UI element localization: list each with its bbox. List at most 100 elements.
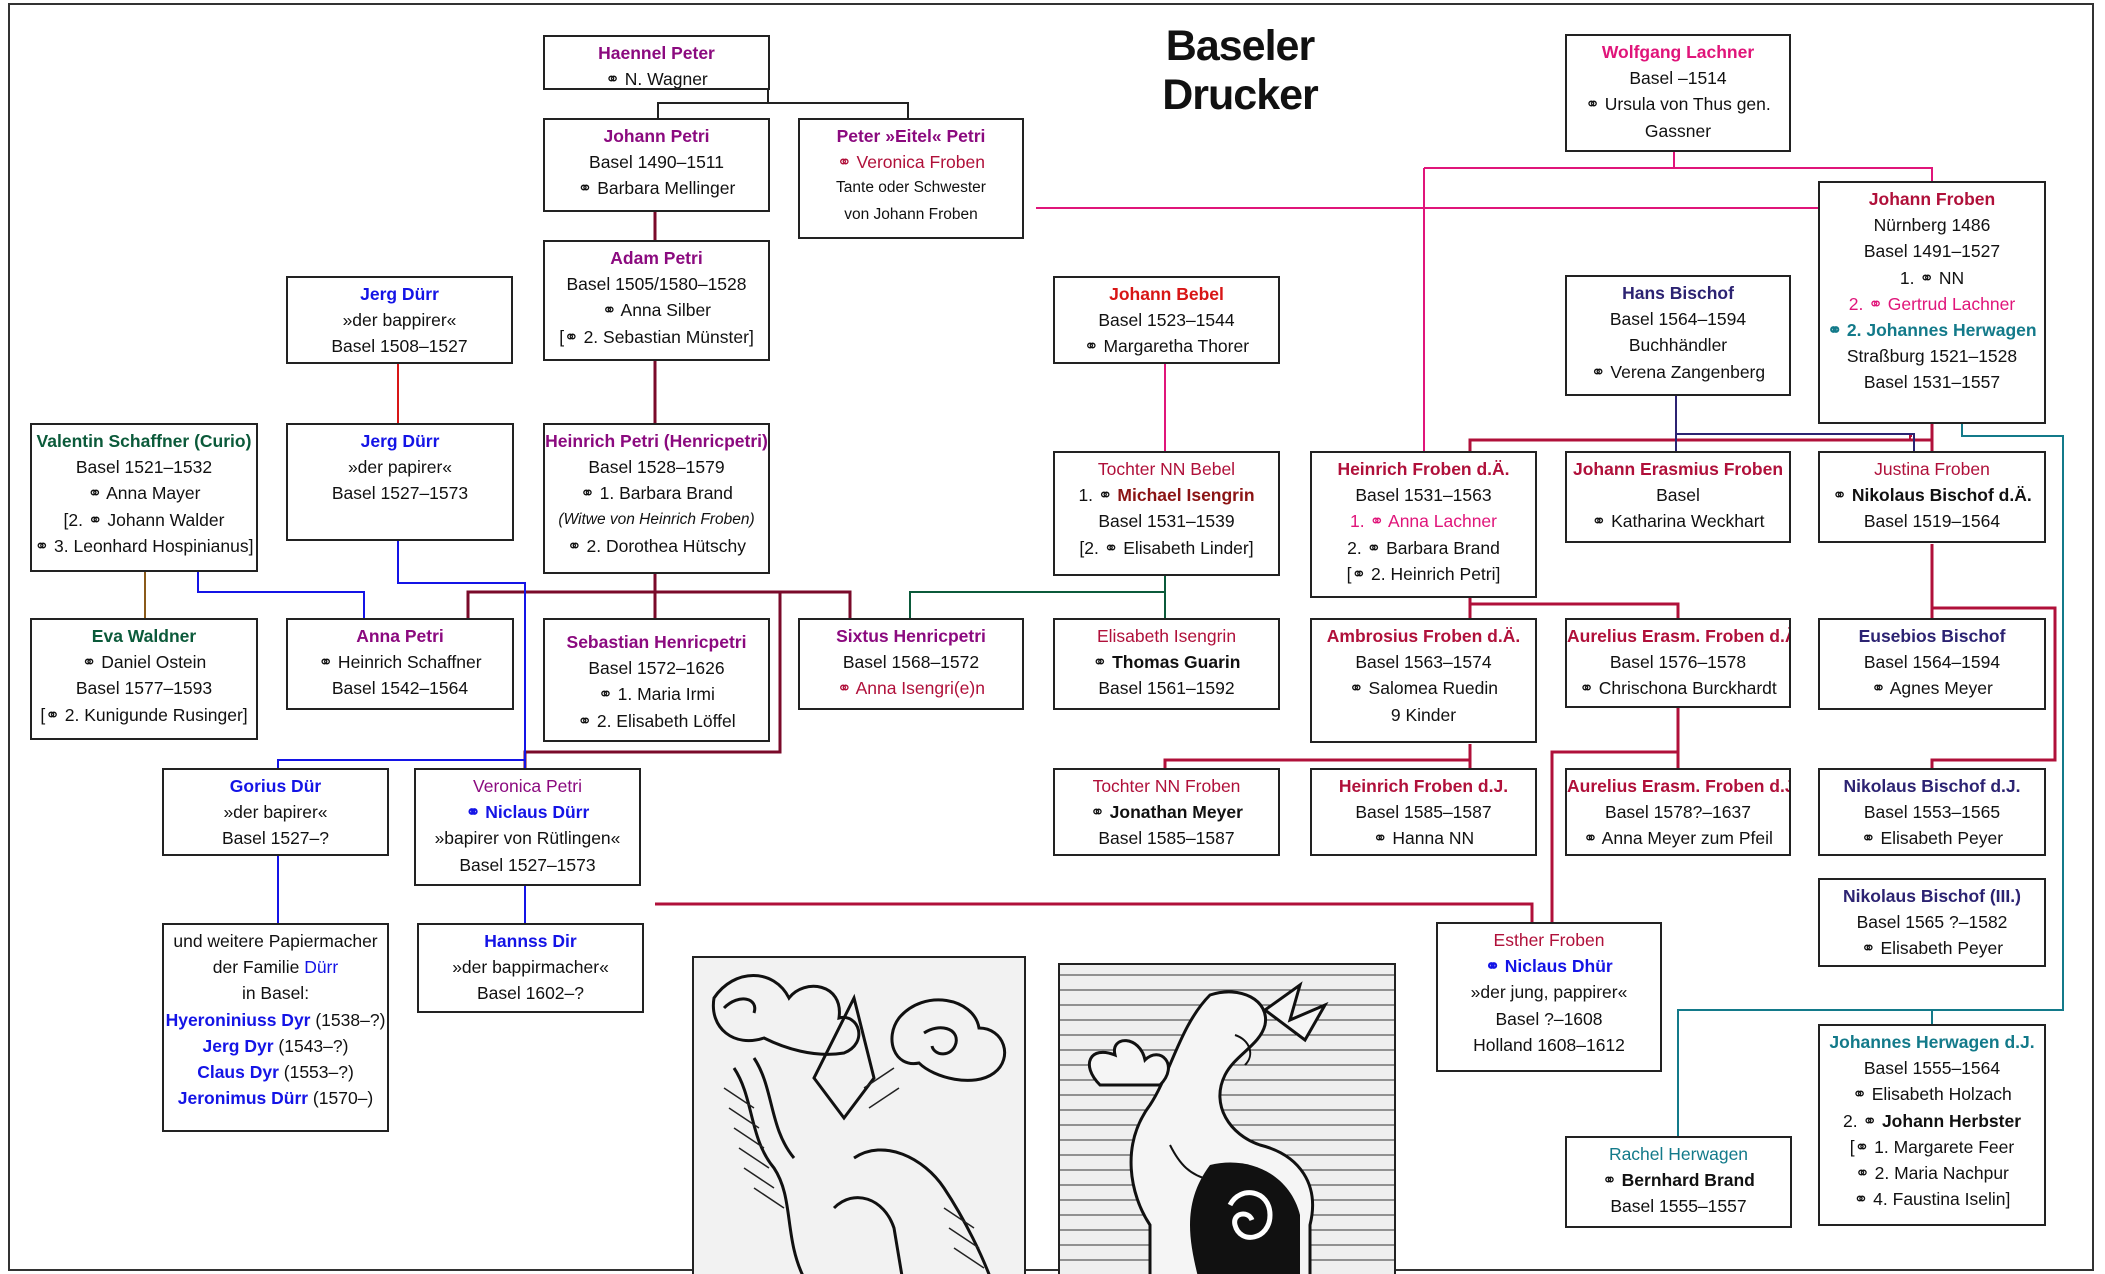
person-detail: »der bapirer«: [223, 802, 328, 823]
person-box-johannes-herwagen-dj[interactable]: Johannes Herwagen d.J. Basel 1555–1564 ⚭…: [1818, 1024, 2046, 1226]
person-detail: 1. ⚭ Anna Lachner: [1350, 511, 1497, 532]
person-box-peter-eitel-petri[interactable]: Peter »Eitel« Petri ⚭ Veronica Froben Ta…: [798, 118, 1024, 239]
person-detail: Basel 1572–1626: [588, 658, 725, 679]
person-box-hannss-dir[interactable]: Hannss Dir »der bappirmacher« Basel 1602…: [417, 923, 644, 1013]
person-detail: Basel 1528–1579: [588, 457, 725, 478]
person-detail: »bapirer von Rütlingen«: [434, 828, 621, 849]
connector: [1930, 606, 2057, 768]
person-name: Wolfgang Lachner: [1601, 42, 1755, 62]
person-box-tochter-nn-froben[interactable]: Tochter NN Froben ⚭ Jonathan Meyer Basel…: [1053, 768, 1280, 856]
person-box-aurelius-froben-da[interactable]: Aurelius Erasm. Froben d.Ä. Basel 1576–1…: [1565, 618, 1791, 708]
person-box-elisabeth-isengrin[interactable]: Elisabeth Isengrin ⚭ Thomas Guarin Basel…: [1053, 618, 1280, 710]
spouse-name: Jonathan Meyer: [1109, 802, 1243, 823]
person-detail: (Witwe von Heinrich Froben): [558, 510, 755, 528]
person-detail: Basel 1555–1564: [1863, 1058, 2001, 1079]
person-box-jerg-duerr-1[interactable]: Jerg Dürr »der bappirer« Basel 1508–1527: [286, 276, 513, 364]
connector: [466, 590, 852, 618]
person-box-heinrich-petri[interactable]: Heinrich Petri (Henricpetri) Basel 1528–…: [543, 423, 770, 574]
person-box-nikolaus-bischof-dj[interactable]: Nikolaus Bischof d.J. Basel 1553–1565 ⚭ …: [1818, 768, 2046, 856]
person-detail: Basel 1585–1587: [1355, 802, 1492, 823]
person-box-ambrosius-froben[interactable]: Ambrosius Froben d.Ä. Basel 1563–1574 ⚭ …: [1310, 618, 1537, 743]
person-box-rachel-herwagen[interactable]: Rachel Herwagen ⚭ Bernhard Brand Basel 1…: [1565, 1136, 1792, 1228]
person-detail: Basel 1527–1573: [331, 483, 469, 504]
person-detail: Basel 1527–1573: [459, 854, 596, 875]
person-detail: ⚭ Anna Silber: [601, 300, 712, 321]
marriage-prefix: ⚭: [1092, 652, 1113, 673]
person-name: Aurelius Erasm. Froben d.Ä.: [1567, 626, 1791, 646]
person-box-aurelius-froben-dj[interactable]: Aurelius Erasm. Froben d.J. Basel 1578?–…: [1565, 768, 1791, 856]
person-box-johann-froben[interactable]: Johann Froben Nürnberg 1486 Basel 1491–1…: [1818, 181, 2046, 424]
person-detail: ⚭ Salomea Ruedin: [1349, 678, 1498, 699]
connector: [1424, 167, 1933, 181]
years: (1553–?): [278, 1062, 354, 1083]
person-detail: Basel 1490–1511: [589, 152, 724, 173]
connector: [1468, 598, 1680, 618]
marriage-prefix: ⚭: [1832, 485, 1852, 506]
person-detail: ⚭ Elisabeth Peyer: [1860, 828, 2004, 849]
person-name: Tochter NN Bebel: [1097, 459, 1236, 479]
person-box-tochter-nn-bebel[interactable]: Tochter NN Bebel 1. ⚭ Michael Isengrin B…: [1053, 451, 1280, 576]
note-line: Claus Dyr (1553–?): [164, 1059, 387, 1085]
person-name: Adam Petri: [610, 248, 703, 268]
person-detail: Basel 1568–1572: [842, 652, 980, 673]
person-detail: ⚭ Elisabeth Peyer: [1860, 938, 2004, 959]
person-name: Sebastian Henricpetri: [566, 632, 747, 652]
person-name: Veronica Petri: [473, 776, 582, 796]
person-detail: ⚭ Veronica Froben: [837, 152, 985, 173]
marriage-prefix: ⚭: [1090, 802, 1110, 823]
person-box-nikolaus-bischof-iii[interactable]: Nikolaus Bischof (III.) Basel 1565 ?–158…: [1818, 878, 2046, 967]
connector: [655, 902, 1534, 922]
person-name: Hans Bischof: [1622, 283, 1734, 303]
person-detail: Basel 1555–1557: [1610, 1196, 1747, 1217]
spouse-name: Thomas Guarin: [1112, 652, 1241, 673]
person-box-johann-erasmius-froben[interactable]: Johann Erasmius Froben Basel ⚭ Katharina…: [1565, 451, 1791, 543]
person-detail: Basel 1561–1592: [1098, 678, 1235, 699]
person-detail: ⚭ 2. Elisabeth Löffel: [577, 710, 736, 731]
person-box-sixtus-henricpetri[interactable]: Sixtus Henricpetri Basel 1568–1572 ⚭ Ann…: [798, 618, 1024, 710]
person-detail: Basel 1521–1532: [75, 457, 213, 478]
person-detail: Basel 1523–1544: [1098, 310, 1235, 331]
person-name: Jeronimus Dürr: [177, 1088, 309, 1109]
person-box-sebastian-henricpetri[interactable]: Sebastian Henricpetri Basel 1572–1626 ⚭ …: [543, 618, 770, 742]
note-box-weitere-papiermacher[interactable]: und weitere Papiermacher der Familie Dür…: [162, 923, 389, 1132]
person-detail: Basel 1578?–1637: [1605, 802, 1751, 823]
note-line: in Basel:: [241, 983, 310, 1004]
person-detail: ⚭ Barbara Mellinger: [577, 178, 736, 199]
person-name: Nikolaus Bischof d.J.: [1843, 776, 2021, 796]
person-box-heinrich-froben-da[interactable]: Heinrich Froben d.Ä. Basel 1531–1563 1. …: [1310, 451, 1537, 598]
person-detail: Basel 1602–?: [476, 983, 585, 1004]
person-box-veronica-petri[interactable]: Veronica Petri ⚭ Niclaus Dürr »bapirer v…: [414, 768, 641, 886]
person-box-eusebios-bischof[interactable]: Eusebios Bischof Basel 1564–1594 ⚭ Agnes…: [1818, 618, 2046, 710]
person-box-johann-petri[interactable]: Johann Petri Basel 1490–1511 ⚭ Barbara M…: [543, 118, 770, 212]
person-name: Hyeroniniuss Dyr: [165, 1009, 311, 1030]
spouse-name: Johann Herbster: [1881, 1110, 2022, 1131]
person-detail: ⚭ Anna Meyer zum Pfeil: [1583, 828, 1773, 849]
person-box-jerg-duerr-2[interactable]: Jerg Dürr »der papirer« Basel 1527–1573: [286, 423, 514, 541]
person-box-hans-bischof[interactable]: Hans Bischof Basel 1564–1594 Buchhändler…: [1565, 275, 1791, 396]
person-detail: ⚭ 3. Leonhard Hospinianus]: [34, 535, 254, 556]
person-name: Heinrich Froben d.Ä.: [1337, 459, 1510, 479]
person-detail: [⚭ 2. Sebastian Münster]: [559, 326, 754, 347]
person-box-johann-bebel[interactable]: Johann Bebel Basel 1523–1544 ⚭ Margareth…: [1053, 276, 1280, 364]
person-detail: ⚭ Bernhard Brand: [1567, 1167, 1790, 1193]
person-name: Johann Erasmius Froben: [1572, 459, 1784, 479]
person-box-valentin-schaffner[interactable]: Valentin Schaffner (Curio) Basel 1521–15…: [30, 423, 258, 572]
person-box-esther-froben[interactable]: Esther Froben ⚭ Niclaus Dhür »der jung, …: [1436, 922, 1662, 1072]
person-detail: ⚭ Margaretha Thorer: [1083, 336, 1250, 357]
person-box-adam-petri[interactable]: Adam Petri Basel 1505/1580–1528 ⚭ Anna S…: [543, 240, 770, 361]
person-detail: ⚭ Katharina Weckhart: [1591, 511, 1765, 532]
woodcut-illustration: [1060, 965, 1394, 1274]
person-box-justina-froben[interactable]: Justina Froben ⚭ Nikolaus Bischof d.Ä. B…: [1818, 451, 2046, 543]
person-detail: [⚭ 2. Kunigunde Rusinger]: [40, 704, 248, 725]
person-box-haennel-peter[interactable]: Haennel Peter ⚭ N. Wagner: [543, 35, 770, 90]
marriage-prefix: ⚭: [1602, 1170, 1622, 1191]
person-box-gorius-duer[interactable]: Gorius Dür »der bapirer« Basel 1527–?: [162, 768, 389, 856]
spouse-name: ⚭ Niclaus Dhür: [1485, 956, 1613, 977]
person-detail: Basel 1531–1539: [1098, 511, 1235, 532]
person-box-eva-waldner[interactable]: Eva Waldner ⚭ Daniel Ostein Basel 1577–1…: [30, 618, 258, 740]
person-name: Sixtus Henricpetri: [836, 626, 986, 646]
person-box-anna-petri[interactable]: Anna Petri ⚭ Heinrich Schaffner Basel 15…: [286, 618, 514, 710]
person-box-wolfgang-lachner[interactable]: Wolfgang Lachner Basel –1514 ⚭ Ursula vo…: [1565, 34, 1791, 152]
person-box-heinrich-froben-dj[interactable]: Heinrich Froben d.J. Basel 1585–1587 ⚭ H…: [1310, 768, 1537, 856]
person-detail: ⚭ Hanna NN: [1372, 828, 1475, 849]
